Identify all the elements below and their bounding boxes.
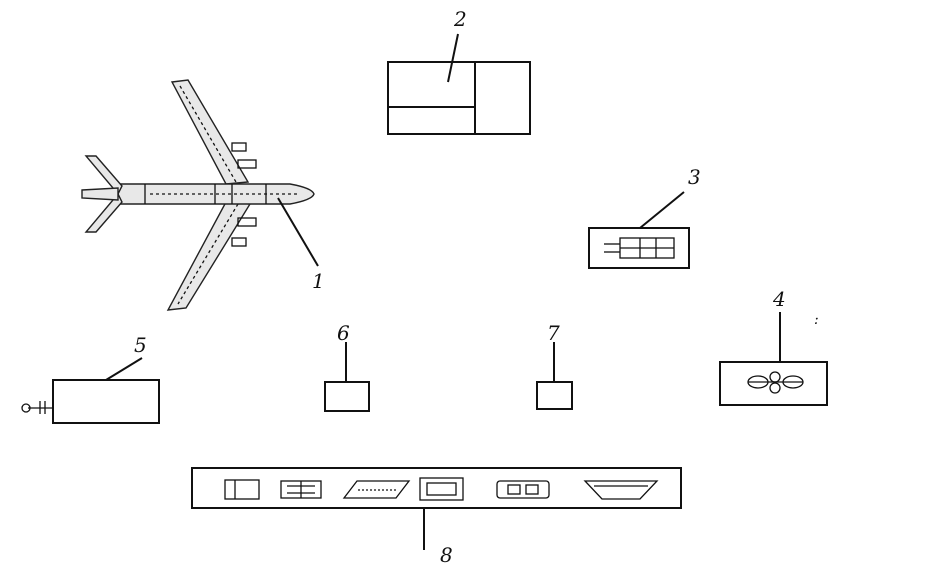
vehicle-icon: [747, 371, 804, 394]
equipment-box-5: [21, 379, 160, 424]
leader-line-1: [277, 197, 319, 267]
small-box-7: [536, 381, 573, 410]
callout-4: 4: [772, 287, 786, 311]
container-icon: [496, 480, 550, 499]
leader-line-3: [639, 191, 685, 229]
callout-7: 7: [547, 321, 560, 345]
area-block-2: [387, 61, 531, 135]
ladder-icon: [280, 480, 322, 499]
ramp-icon: [342, 480, 411, 499]
callout-6: 6: [337, 321, 350, 345]
callout-1: 1: [312, 269, 325, 293]
stray-mark: :: [814, 312, 819, 328]
leader-line-5: [105, 357, 143, 381]
small-box-6: [324, 381, 370, 412]
callout-8: 8: [440, 543, 453, 567]
leader-line-2: [447, 33, 459, 83]
aircraft-icon: [81, 79, 315, 311]
callout-2: 2: [453, 7, 467, 31]
vehicle-box-3: [588, 227, 690, 269]
door-icon: [224, 479, 260, 500]
monitor-icon: [419, 477, 464, 501]
callout-3: 3: [688, 165, 701, 189]
truck-icon: [604, 237, 675, 259]
tray-icon: [583, 480, 659, 500]
callout-5: 5: [134, 333, 147, 357]
equipment-strip-8: [191, 467, 682, 509]
vehicle-box-4: [719, 361, 828, 406]
